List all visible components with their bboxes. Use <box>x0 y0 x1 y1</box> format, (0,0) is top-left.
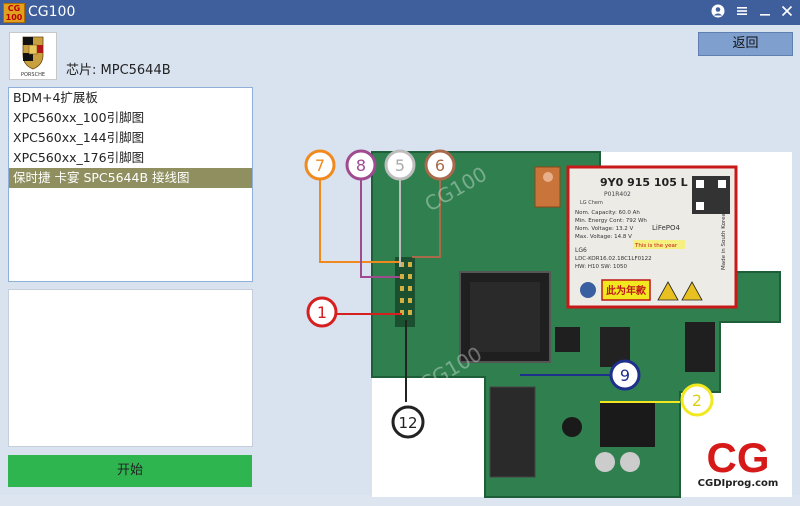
pin-marker-12: 12 <box>391 405 425 439</box>
svg-text:2: 2 <box>692 391 702 410</box>
svg-text:9: 9 <box>620 366 630 385</box>
brand-name: PORSCHE <box>21 72 45 78</box>
svg-text:Nom. Capacity: 60.0 Ah: Nom. Capacity: 60.0 Ah <box>575 210 640 216</box>
cgdiprog-logo: CG CGDIprog.com <box>688 425 788 490</box>
svg-text:HW: H10 SW: 1050: HW: H10 SW: 1050 <box>575 264 627 270</box>
svg-text:LG Chem: LG Chem <box>580 200 603 206</box>
list-item[interactable]: XPC560xx_100引脚图 <box>13 110 145 125</box>
start-button[interactable]: 开始 <box>8 455 252 487</box>
pin-marker-8: 8 <box>345 149 377 181</box>
svg-text:6: 6 <box>435 156 445 175</box>
svg-text:Made in South Korea: Made in South Korea <box>721 213 727 270</box>
pin-marker-6: 6 <box>424 149 456 181</box>
svg-text:1: 1 <box>317 303 327 322</box>
title-bar: CG 100 CG100 <box>0 0 800 25</box>
minimize-icon[interactable] <box>757 4 773 20</box>
list-item[interactable]: BDM+4扩展板 <box>13 90 98 105</box>
svg-text:Nom. Voltage: 13.2 V: Nom. Voltage: 13.2 V <box>575 226 634 232</box>
svg-text:This is the year: This is the year <box>634 243 678 249</box>
svg-text:此为年款: 此为年款 <box>606 284 647 297</box>
svg-text:Max. Voltage: 14.8 V: Max. Voltage: 14.8 V <box>575 234 632 240</box>
pin-marker-5: 5 <box>384 149 416 181</box>
wiring-diagram: 7 8 5 6 1 12 9 2 CG100 CG100 9Y0 915 105… <box>300 142 800 502</box>
main-content: PORSCHE 芯片: MPC5644B 返回 BDM+4扩展板 XPC560x… <box>0 25 800 498</box>
label-sticker: 9Y0 915 105 L P01R402 LG Chem Nom. Capac… <box>566 165 738 309</box>
svg-text:P01R402: P01R402 <box>604 191 631 198</box>
porsche-logo: PORSCHE <box>9 32 57 80</box>
list-item-selected[interactable]: 保时捷 卡宴 SPC5644B 接线图 <box>9 168 252 188</box>
menu-icon[interactable] <box>734 4 750 20</box>
svg-text:LG6: LG6 <box>575 247 587 254</box>
list-item[interactable]: XPC560xx_144引脚图 <box>13 130 145 145</box>
log-panel <box>8 289 253 447</box>
pin-marker-2: 2 <box>680 383 714 417</box>
svg-text:Min. Energy Cont: 792 Wh: Min. Energy Cont: 792 Wh <box>575 218 647 224</box>
app-logo: CG 100 <box>3 3 25 23</box>
svg-text:5: 5 <box>395 156 405 175</box>
svg-text:LDC-KOR16.02.18C1LF0122: LDC-KOR16.02.18C1LF0122 <box>575 256 652 262</box>
diagram-list: BDM+4扩展板 XPC560xx_100引脚图 XPC560xx_144引脚图… <box>8 87 253 282</box>
pin-marker-7: 7 <box>304 149 336 181</box>
close-icon[interactable] <box>779 4 795 20</box>
svg-text:CG: CG <box>707 434 770 481</box>
svg-text:12: 12 <box>398 414 417 432</box>
list-item[interactable]: XPC560xx_176引脚图 <box>13 150 145 165</box>
pin-marker-9: 9 <box>609 359 641 391</box>
svg-text:7: 7 <box>315 156 325 175</box>
svg-text:8: 8 <box>356 156 366 175</box>
svg-text:LiFePO4: LiFePO4 <box>652 224 681 232</box>
user-icon[interactable] <box>710 4 726 20</box>
svg-text:CGDIprog.com: CGDIprog.com <box>698 478 779 489</box>
chip-label: 芯片: MPC5644B <box>66 63 171 78</box>
back-button[interactable]: 返回 <box>698 32 793 56</box>
svg-text:9Y0 915 105 L: 9Y0 915 105 L <box>600 176 688 189</box>
pin-marker-1: 1 <box>306 296 338 328</box>
app-title: CG100 <box>28 4 76 20</box>
